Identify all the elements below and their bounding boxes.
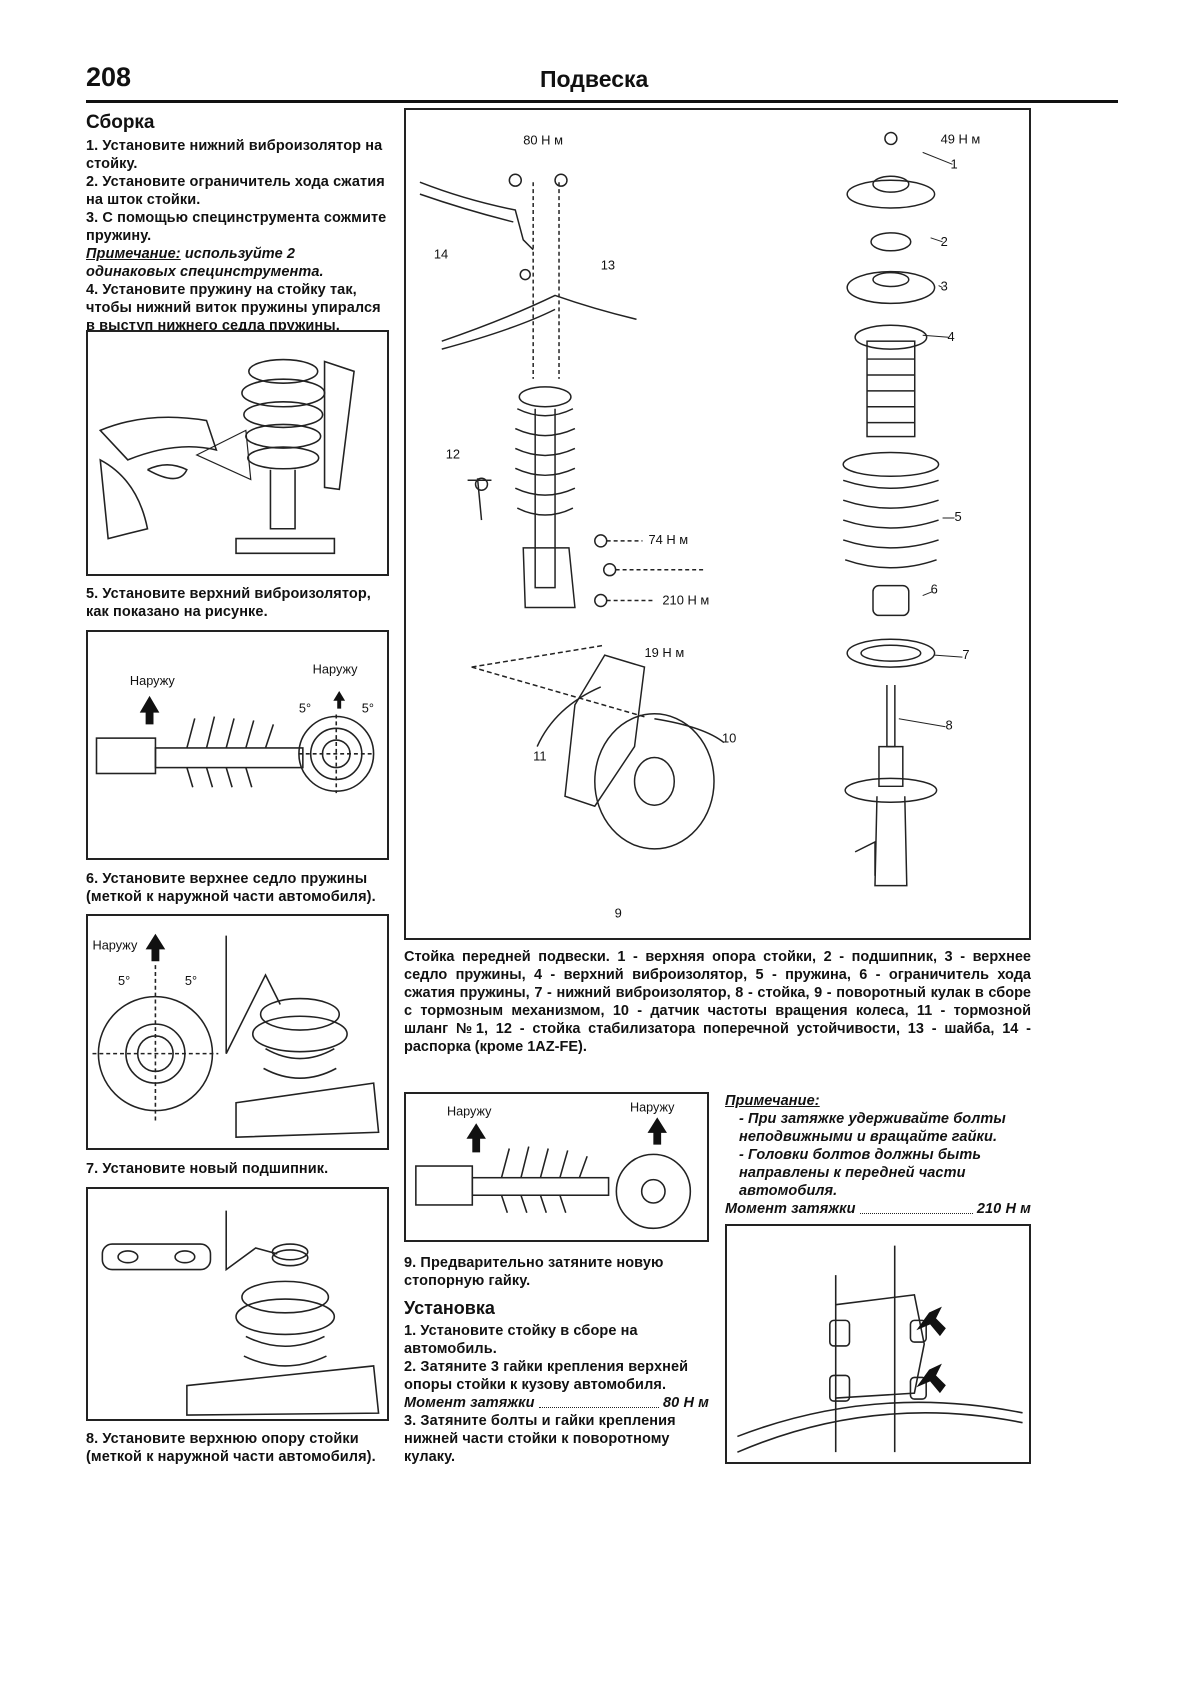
assembly-heading: Сборка <box>86 112 155 133</box>
installation-torque-value: 80 Н м <box>663 1395 709 1411</box>
arrow-up-icon <box>139 695 160 725</box>
callout-9: 9 <box>615 905 622 920</box>
angle-label-right: 5° <box>362 701 374 716</box>
right-note: Примечание: - При затяжке удерживайте бо… <box>725 1092 1031 1218</box>
callout-13: 13 <box>601 258 615 273</box>
assembly-steps-1-4: 1. Установите нижний виброизолятор на ст… <box>86 137 388 335</box>
figure-lower-bolts <box>725 1224 1031 1464</box>
outward-label-seat: Наружу <box>93 937 138 952</box>
callout-6: 6 <box>931 582 938 597</box>
right-note-line-1: - При затяжке удерживайте болты неподвиж… <box>739 1111 1006 1145</box>
figure-upper-insulator: Наружу Наружу 5° 5° <box>86 630 389 860</box>
assembly-note-text: используйте 2 одинаковых специнструмента… <box>86 246 324 280</box>
torque-label-19: 19 Н м <box>644 645 684 660</box>
outward-label-right: Наружу <box>313 661 358 676</box>
angle-label-left: 5° <box>299 701 311 716</box>
assembly-step-1: 1. Установите нижний виброизолятор на ст… <box>86 138 383 172</box>
outward-label-assembled-right: Наружу <box>630 1101 675 1115</box>
outward-label-left: Наружу <box>130 673 175 688</box>
installation-step-3: 3. Затяните болты и гайки крепления нижн… <box>404 1413 676 1465</box>
figure-spring-seat-drawing: Наружу 5° 5° <box>92 933 380 1139</box>
installation-heading: Установка <box>404 1298 495 1318</box>
figure-assembled-orientation-drawing: Наружу Наружу <box>415 1101 692 1230</box>
assembly-step-4: 4. Установите пружину на стойку так, что… <box>86 282 381 334</box>
callout-2: 2 <box>941 234 948 249</box>
arrow-up-icon <box>145 933 166 962</box>
torque-label-80: 80 Н м <box>523 132 563 147</box>
torque-label-74: 74 Н м <box>648 532 688 547</box>
figure-upper-insulator-drawing: Наружу Наружу 5° 5° <box>95 661 375 794</box>
installation-step-2: 2. Затяните 3 гайки крепления верхней оп… <box>404 1359 689 1393</box>
figure-strut-exploded-drawing: 80 Н м 49 Н м 74 Н м 210 Н м 19 Н м 1 2 … <box>419 131 981 920</box>
header-rule <box>86 100 1118 103</box>
assembly-step-8: 8. Установите верхнюю опору стойки (метк… <box>86 1431 376 1465</box>
figure-bearing-drawing <box>101 1210 380 1416</box>
figure-spring-compress <box>86 330 389 576</box>
angle-label-seat-right: 5° <box>185 973 197 988</box>
assembly-note-label: Примечание: <box>86 246 181 262</box>
callout-5: 5 <box>954 509 961 524</box>
right-note-torque-value: 210 Н м <box>976 1201 1031 1217</box>
installation-torque-label: Момент затяжки <box>404 1395 535 1411</box>
figure-assembled-orientation: Наружу Наружу <box>404 1092 709 1242</box>
figure-lower-bolts-drawing <box>737 1245 1023 1453</box>
callout-3: 3 <box>941 278 948 293</box>
arrow-up-icon <box>466 1123 486 1153</box>
figure-bearing <box>86 1187 389 1421</box>
installation-step-1: 1. Установите стойку в сборе на автомоби… <box>404 1323 638 1357</box>
callout-14: 14 <box>434 247 448 262</box>
assembly-step-6: 6. Установите верхнее седло пружины (мет… <box>86 871 376 905</box>
arrow-down-icon <box>916 1306 946 1394</box>
assembly-step-3: 3. С помощью специнструмента сожмите пру… <box>86 210 387 244</box>
torque-label-49: 49 Н м <box>941 131 981 146</box>
right-note-line-2: - Головки болтов должны быть направлены … <box>739 1147 982 1199</box>
right-note-label: Примечание: <box>725 1093 820 1109</box>
assembly-step-7: 7. Установите новый подшипник. <box>86 1161 329 1177</box>
callout-12: 12 <box>446 446 460 461</box>
callout-10: 10 <box>722 731 736 746</box>
angle-label-seat-left: 5° <box>118 973 130 988</box>
callout-11: 11 <box>533 748 546 763</box>
outward-label-assembled-left: Наружу <box>447 1104 492 1118</box>
page-number: 208 <box>86 62 132 92</box>
main-figure-caption: Стойка передней подвески. 1 - верхняя оп… <box>404 949 1031 1055</box>
right-note-torque-label: Момент затяжки <box>725 1201 856 1217</box>
callout-1: 1 <box>951 156 958 171</box>
installation-steps: 1. Установите стойку в сборе на автомоби… <box>404 1322 709 1466</box>
middle-step-9: 9. Предварительно затяните новую стопорн… <box>404 1255 664 1289</box>
torque-label-210: 210 Н м <box>662 592 709 607</box>
figure-spring-seat: Наружу 5° 5° <box>86 914 389 1150</box>
figure-spring-compress-drawing <box>98 358 355 555</box>
assembly-step-5: 5. Установите верхний виброизолятор, как… <box>86 586 371 620</box>
figure-strut-exploded: 80 Н м 49 Н м 74 Н м 210 Н м 19 Н м 1 2 … <box>404 108 1031 940</box>
page-title: Подвеска <box>540 66 649 92</box>
callout-7: 7 <box>962 647 969 662</box>
callout-4: 4 <box>948 329 955 344</box>
callout-8: 8 <box>946 718 953 733</box>
assembly-step-2: 2. Установите ограничитель хода сжатия н… <box>86 174 385 208</box>
